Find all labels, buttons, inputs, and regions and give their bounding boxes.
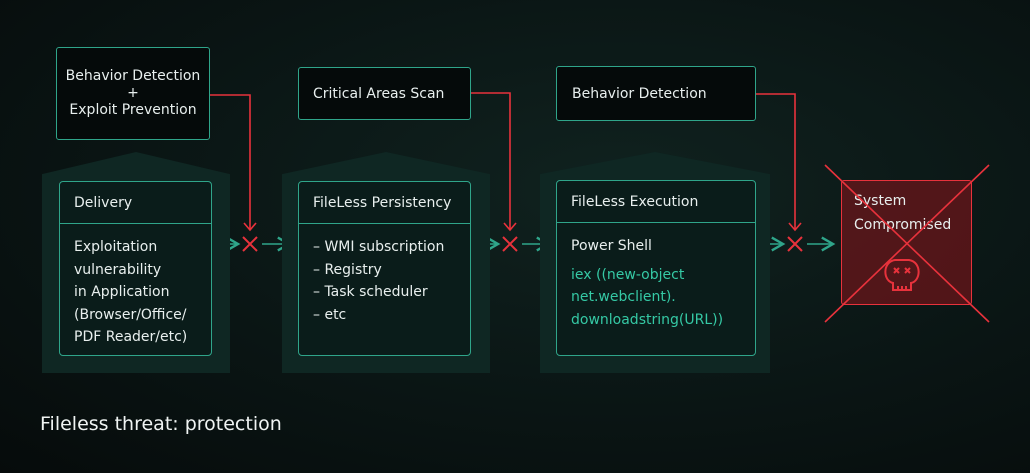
stage-title: Delivery: [60, 182, 211, 224]
label: +: [127, 85, 139, 101]
stage-title: FileLess Execution: [557, 181, 755, 223]
label: Exploit Prevention: [69, 102, 197, 118]
block-x-icon: [242, 236, 258, 252]
text: Exploitation: [74, 239, 158, 255]
text: PDF Reader/etc): [74, 329, 188, 345]
code-line: net.webclient).: [571, 289, 676, 305]
top-box-critical-scan: Critical Areas Scan: [298, 67, 471, 120]
skull-icon: [884, 259, 920, 291]
caption: Fileless threat: protection: [40, 413, 282, 435]
stage-persistency: FileLess Persistency – WMI subscription …: [298, 181, 471, 356]
text: – Registry: [313, 261, 382, 278]
block-line: [471, 92, 511, 230]
block-line: [210, 94, 251, 230]
top-box-behavior: Behavior Detection: [556, 66, 756, 121]
stage-execution: FileLess Execution Power Shell iex ((new…: [556, 180, 756, 356]
block-x-icon: [787, 236, 803, 252]
label: Critical Areas Scan: [313, 85, 445, 102]
label: Behavior Detection: [65, 68, 201, 84]
text: (Browser/Office/: [74, 306, 187, 323]
text: – Task scheduler: [313, 284, 428, 300]
code-line: downloadstring(URL)): [571, 311, 724, 328]
block-x-icon: [502, 236, 518, 252]
subtitle: Power Shell: [571, 238, 652, 254]
stage-delivery: Delivery Exploitation vulnerability in A…: [59, 181, 212, 356]
label: Behavior Detection: [572, 85, 707, 102]
text: in Application: [74, 284, 170, 300]
text: – etc: [313, 306, 347, 323]
code-line: iex ((new-object: [571, 266, 685, 283]
text: Compromised: [854, 217, 952, 233]
block-line: [756, 93, 796, 230]
stage-title: FileLess Persistency: [299, 182, 470, 224]
top-box-behavior-exploit: Behavior Detection + Exploit Prevention: [56, 47, 210, 140]
text: – WMI subscription: [313, 239, 445, 255]
text: vulnerability: [74, 261, 162, 278]
